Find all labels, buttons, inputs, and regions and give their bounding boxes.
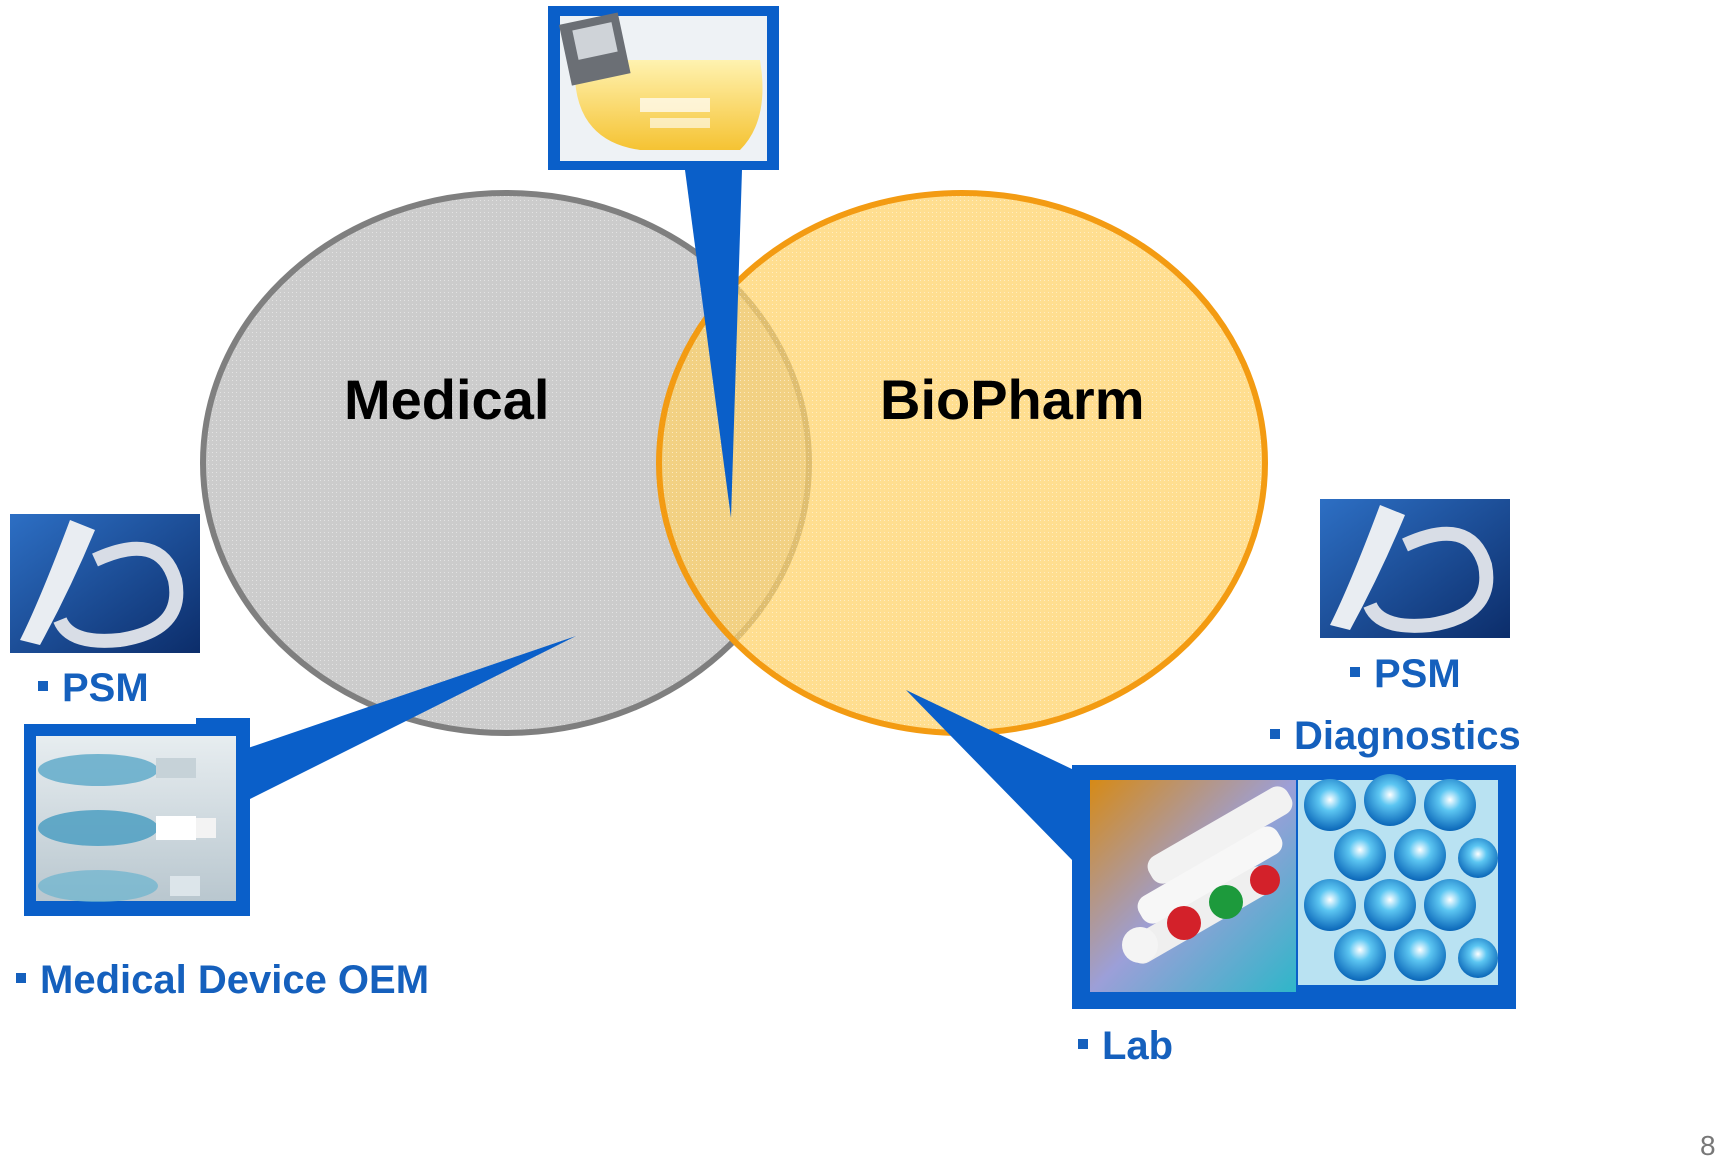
right-callout-pointer	[906, 690, 1074, 862]
ribbon-logo-icon	[10, 514, 200, 653]
filter-devices-photo	[24, 718, 250, 916]
diagnostics-text: Diagnostics	[1294, 714, 1521, 758]
lab-bullet: Lab	[1078, 1024, 1173, 1069]
right-psm-text: PSM	[1374, 652, 1461, 696]
left-psm-text: PSM	[62, 666, 149, 710]
medical-circle	[200, 190, 812, 736]
lab-text: Lab	[1102, 1024, 1174, 1068]
biopharm-circle	[656, 190, 1268, 736]
medical-device-oem-text: Medical Device OEM	[40, 958, 430, 1002]
lab-tubes-beads-photo	[1072, 765, 1516, 1009]
bullet-square-icon	[16, 973, 26, 984]
left-callout-pointer	[248, 636, 576, 800]
top-callout-pointer	[685, 170, 742, 518]
bullet-square-icon	[1270, 729, 1280, 740]
bullet-square-icon	[1350, 667, 1360, 678]
page-number: 8	[1700, 1130, 1716, 1161]
medical-label: Medical	[344, 368, 550, 431]
biopharm-label: BioPharm	[880, 368, 1145, 431]
blood-bag-photo	[548, 6, 779, 170]
ribbon-logo-icon	[1320, 499, 1510, 638]
medical-device-oem-bullet: Medical Device OEM	[16, 958, 429, 1003]
bullet-square-icon	[38, 681, 48, 692]
left-psm-bullet: PSM	[38, 666, 149, 711]
bullet-square-icon	[1078, 1039, 1088, 1050]
diagnostics-bullet: Diagnostics	[1270, 714, 1521, 759]
right-psm-bullet: PSM	[1350, 652, 1461, 697]
